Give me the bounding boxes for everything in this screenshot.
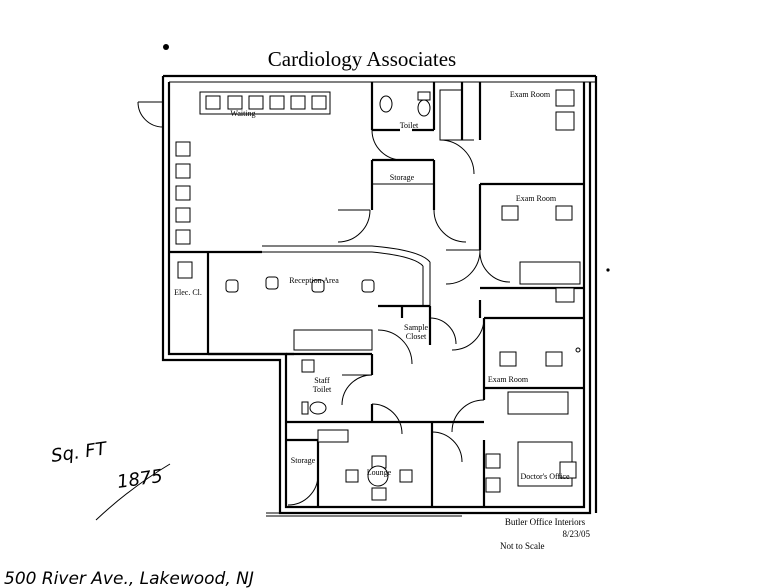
furniture	[175, 89, 581, 501]
interior-doors	[287, 129, 511, 506]
label-storage-bottom: Storage	[291, 456, 316, 465]
handwritten-notes: Sq. FT 1875 500 River Ave., Lakewood, NJ	[4, 438, 254, 588]
interior-walls	[169, 82, 584, 507]
label-exam-room-3: Exam Room	[488, 375, 529, 384]
label-lounge: Lounge	[367, 468, 392, 477]
label-reception: Reception Area	[289, 276, 339, 285]
label-waiting: Waiting	[230, 109, 255, 118]
label-sample-closet-2: Closet	[406, 332, 427, 341]
handwritten-underline	[95, 463, 171, 521]
handwritten-sqft-label: Sq. FT	[50, 438, 110, 467]
entry-door	[137, 101, 164, 128]
label-doctors-office: Doctor's Office	[520, 472, 570, 481]
footer-scale-note: Not to Scale	[500, 541, 545, 551]
outer-walls	[161, 74, 598, 517]
ink-dot-right	[606, 268, 610, 272]
label-elec-closet: Elec. Cl.	[174, 288, 202, 297]
label-staff-toilet-2: Toilet	[313, 385, 332, 394]
room-labels: Waiting Toilet Storage Exam Room Exam Ro…	[174, 90, 570, 481]
label-staff-toilet-1: Staff	[314, 376, 330, 385]
label-storage-top: Storage	[390, 173, 415, 182]
handwritten-sqft-value: 1875	[116, 466, 164, 493]
label-toilet: Toilet	[400, 121, 419, 130]
label-exam-room-2: Exam Room	[516, 194, 557, 203]
footer-date: 8/23/05	[562, 529, 590, 539]
handwritten-address: 500 River Ave., Lakewood, NJ	[4, 569, 254, 588]
plan-title: Cardiology Associates	[268, 47, 456, 71]
ink-dot	[163, 44, 169, 50]
label-sample-closet-1: Sample	[404, 323, 428, 332]
footer-company: Butler Office Interiors	[505, 517, 586, 527]
label-exam-room-1: Exam Room	[510, 90, 551, 99]
